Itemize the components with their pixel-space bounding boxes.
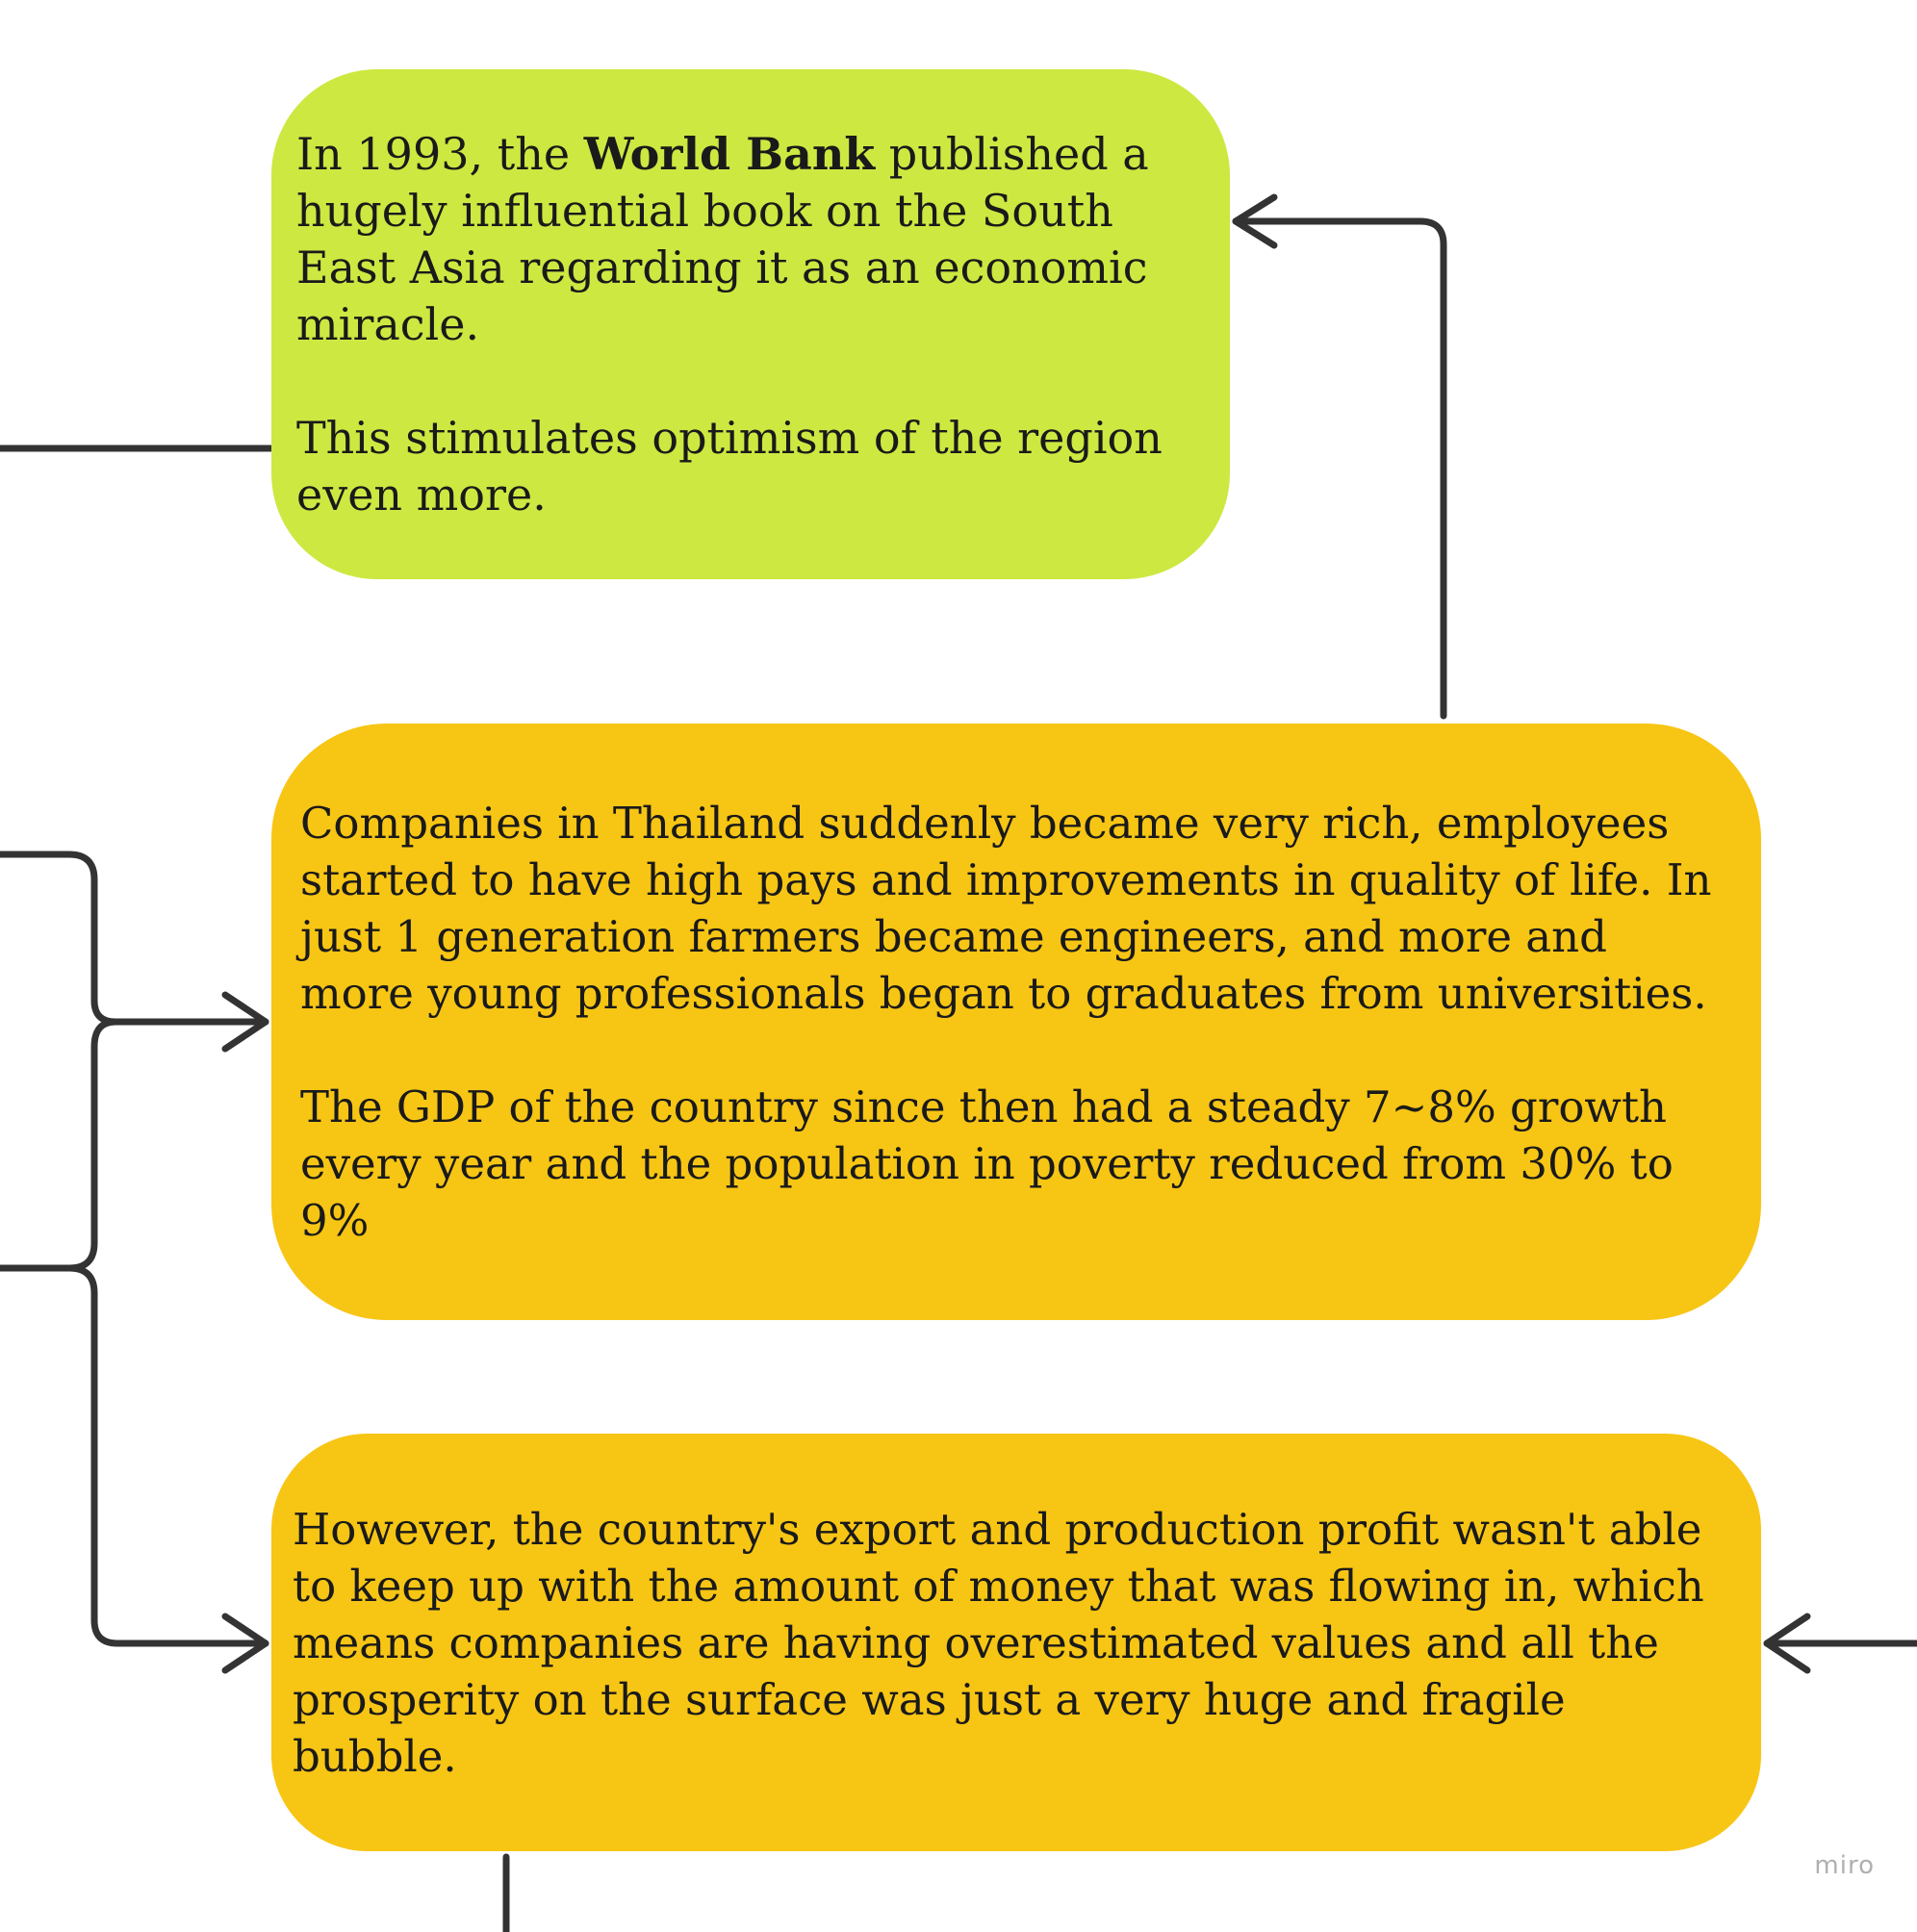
node-1-text-after: published a hugely influential book on t… — [296, 127, 1149, 350]
arrowhead-into-node-1 — [1232, 193, 1278, 249]
connector-node-2-to-node-1 — [1232, 217, 1447, 720]
yellow-card-bubble[interactable]: However, the country's export and produc… — [271, 1434, 1761, 1851]
node-3-paragraph-1: However, the country's export and produc… — [293, 1503, 1704, 1782]
arrowhead-into-node-3-right — [1763, 1613, 1811, 1674]
connector-left-to-node-3 — [65, 1264, 269, 1647]
node-1-text-before: In 1993, the — [296, 127, 584, 180]
yellow-card-thailand-prosperity[interactable]: Companies in Thailand suddenly became ve… — [271, 724, 1761, 1320]
node-1-paragraph-2: This stimulates optimism of the region e… — [296, 411, 1163, 521]
green-card-world-bank[interactable]: In 1993, the World Bank published a huge… — [271, 69, 1230, 579]
node-1-paragraph-1: In 1993, the World Bank published a huge… — [296, 126, 1191, 353]
connector-left-lower-branch — [0, 1018, 119, 1272]
node-2-paragraph-2: The GDP of the country since then had a … — [300, 1081, 1674, 1246]
arrowhead-into-node-3-left — [221, 1613, 269, 1674]
miro-watermark: miro — [1814, 1851, 1875, 1880]
node-1-bold-world-bank: World Bank — [583, 127, 876, 180]
node-2-paragraph-1: Companies in Thailand suddenly became ve… — [300, 798, 1712, 1019]
arrowhead-into-node-2 — [221, 991, 269, 1053]
